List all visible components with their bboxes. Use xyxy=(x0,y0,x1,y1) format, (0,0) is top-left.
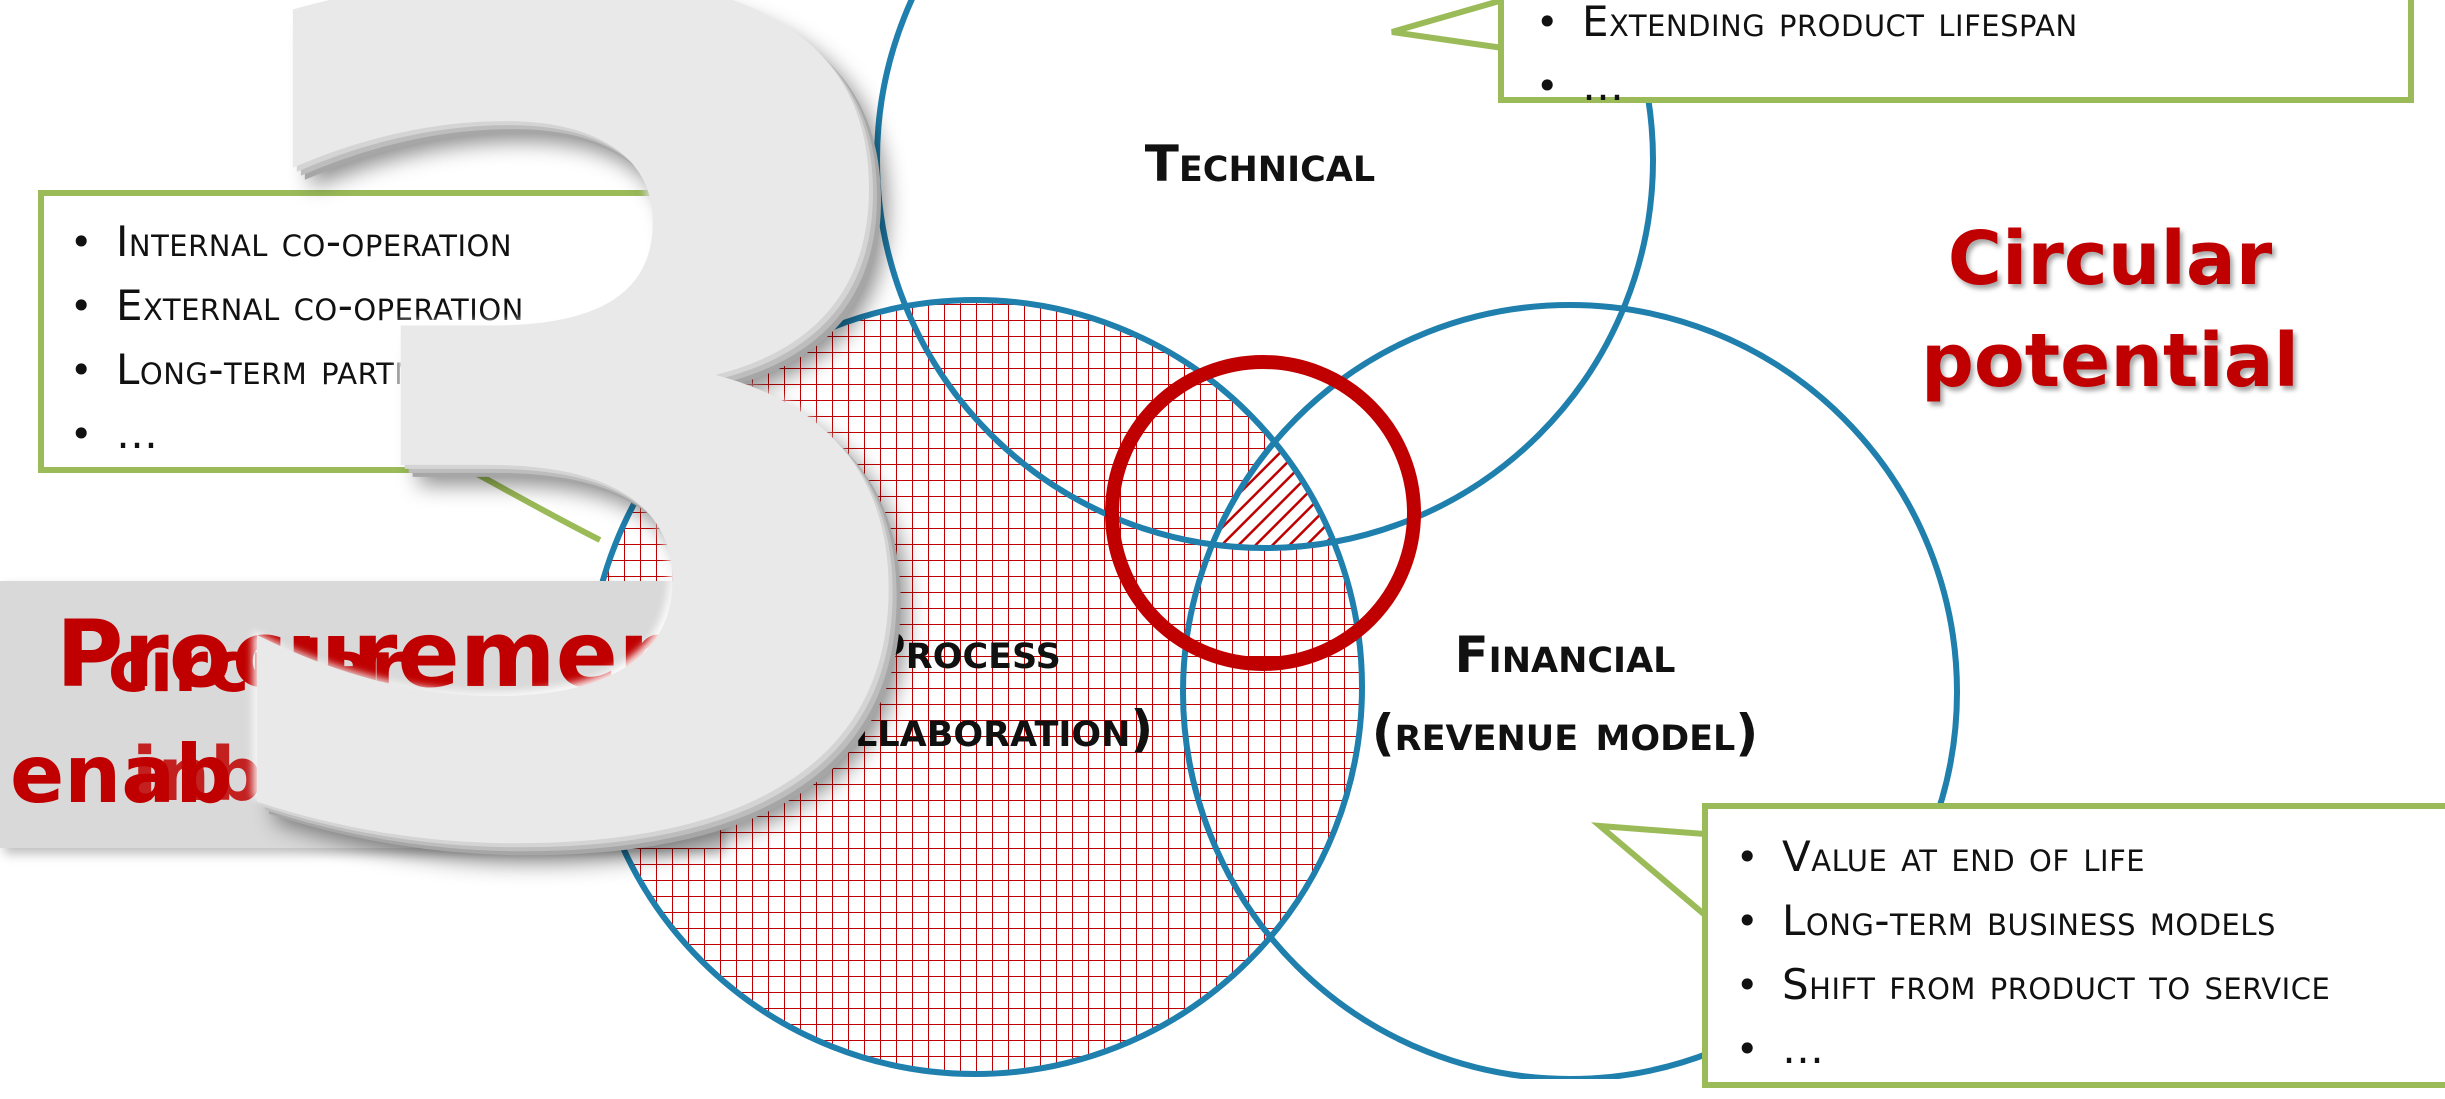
circular-potential-line2: potential xyxy=(1920,318,2300,404)
callout-item: Value at end of life xyxy=(1720,825,2445,889)
callout-item: Internal co-operation xyxy=(54,210,688,274)
banner-title-line2-overlay: inbl xyxy=(132,732,289,818)
callout-item: Shift from product to service xyxy=(1720,953,2445,1017)
title-banner xyxy=(0,581,720,848)
circular-potential-title: Circular potential xyxy=(1870,208,2350,412)
circular-potential-line1: Circular xyxy=(1947,216,2273,302)
banner-title-main: Procurement xyxy=(56,601,728,708)
callout-item: Long-term partner xyxy=(54,338,688,402)
process-label-line2: (collaboration) xyxy=(776,700,1154,758)
financial-label: Financial (revenue model) xyxy=(1330,616,1800,772)
callout-financial: Value at end of life Long-term business … xyxy=(1702,803,2445,1088)
callout-item: External co-operation xyxy=(54,274,688,338)
focus-ring xyxy=(1105,355,1421,671)
callout-item: Extending product lifespan xyxy=(1520,0,2408,54)
technical-label-text: Technical xyxy=(1144,135,1376,193)
technical-label: Technical xyxy=(1060,125,1460,203)
banner-title-line2: enab xyxy=(10,728,233,821)
callout-bottom-pointer xyxy=(1591,822,1708,922)
process-circle-fill xyxy=(588,300,1362,1074)
process-label: Process (collaboration) xyxy=(755,612,1175,768)
callout-item: … xyxy=(1520,54,2408,118)
callout-item: … xyxy=(54,402,688,466)
callout-top-pointer xyxy=(1391,0,1506,52)
callout-left-pointer xyxy=(468,467,602,543)
step-number: 3 xyxy=(180,0,981,1099)
callout-item: Long-term business models xyxy=(1720,889,2445,953)
banner-title-overlay: circular xyxy=(108,626,406,708)
callout-technical: Extending product lifespan … xyxy=(1498,0,2414,118)
process-label-line1: Process xyxy=(869,622,1061,680)
callout-process: Internal co-operation External co-operat… xyxy=(38,190,688,473)
financial-label-line2: (revenue model) xyxy=(1371,704,1759,762)
callout-item: … xyxy=(1720,1017,2445,1081)
financial-circle xyxy=(1180,302,1960,1079)
technical-circle xyxy=(874,0,1656,551)
financial-label-line1: Financial xyxy=(1454,626,1676,684)
